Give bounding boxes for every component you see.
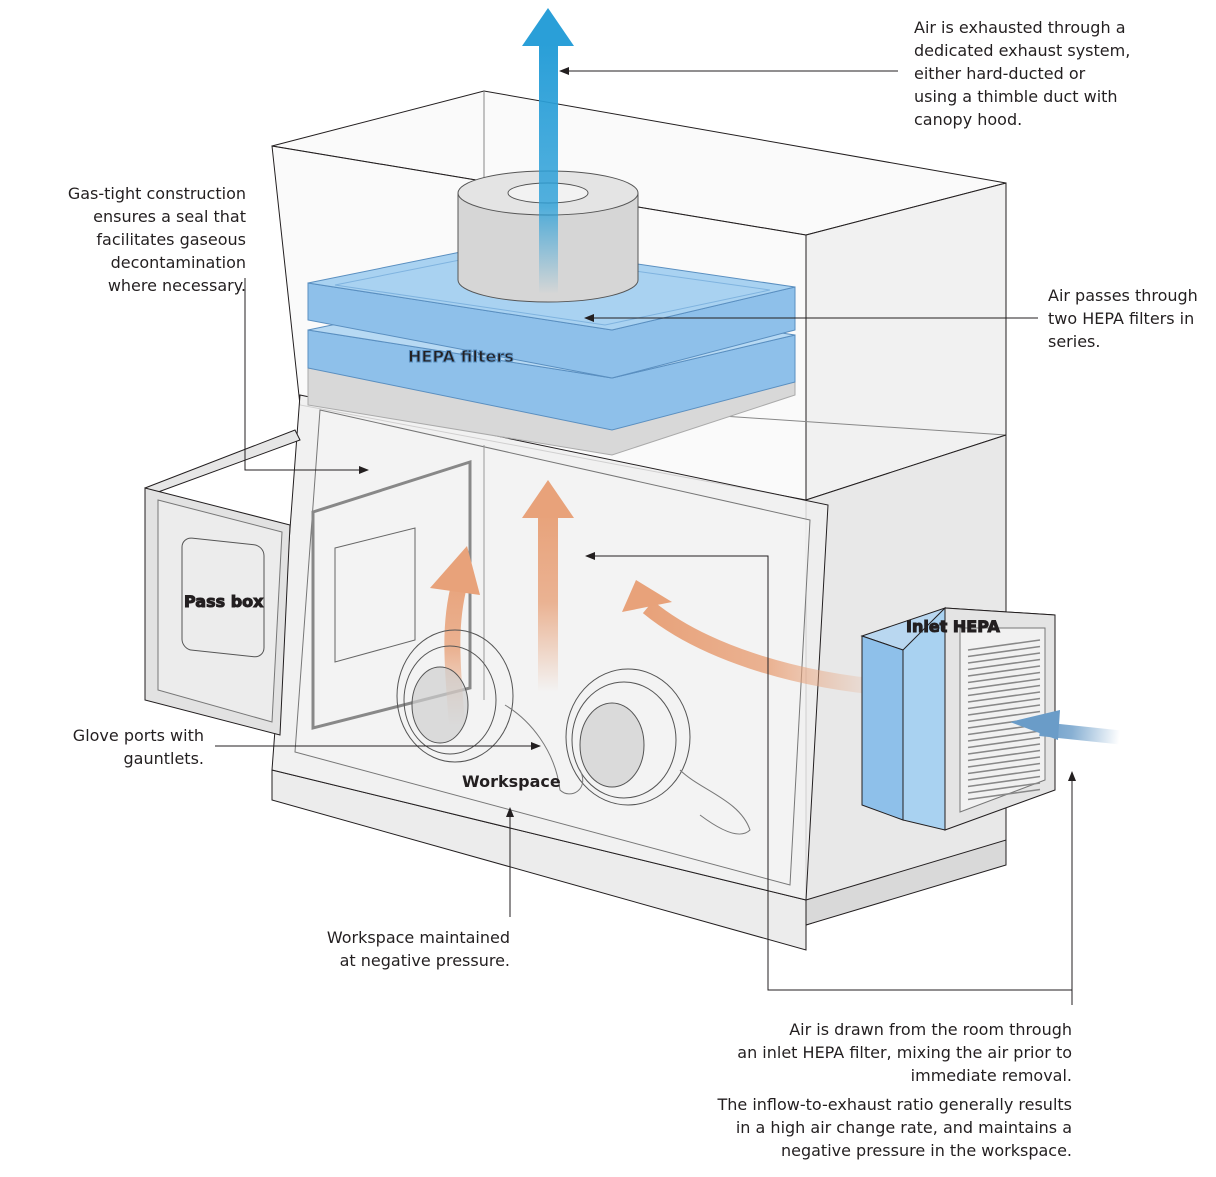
grille-slat bbox=[967, 769, 1041, 781]
annotation-line: an inlet HEPA filter, mixing the air pri… bbox=[737, 1043, 1072, 1062]
annotation-line: two HEPA filters in bbox=[1048, 309, 1195, 328]
grille-slat bbox=[967, 691, 1041, 703]
annotation-line: Gas-tight construction bbox=[67, 184, 246, 203]
grille-slat bbox=[967, 697, 1041, 710]
grille-slat bbox=[967, 775, 1041, 788]
annotation-line: at negative pressure. bbox=[339, 951, 510, 970]
grille-slat bbox=[967, 749, 1041, 762]
inlet-hepa-unit: Inlet HEPA bbox=[860, 606, 1056, 831]
airflow-arrow-right bbox=[622, 580, 891, 696]
inner-door bbox=[311, 459, 472, 730]
grille-slat bbox=[967, 665, 1041, 677]
glove-ports-annotation: Glove ports with gauntlets. bbox=[73, 724, 204, 770]
grille-slat bbox=[967, 639, 1041, 651]
gauntlets bbox=[504, 704, 751, 835]
annotation-line: using a thimble duct with bbox=[914, 87, 1118, 106]
grille-slat bbox=[967, 788, 1041, 801]
grille-slat bbox=[967, 645, 1041, 658]
annotation-line: either hard-ducted or bbox=[914, 64, 1086, 83]
grille-slat bbox=[967, 671, 1041, 684]
airflow-arrow-center bbox=[522, 480, 574, 692]
exhaust-arrow bbox=[522, 8, 574, 294]
annotation-line: negative pressure in the workspace. bbox=[780, 1141, 1072, 1160]
annotation-line: Workspace maintained bbox=[326, 928, 510, 947]
pass-box-label: Pass box bbox=[184, 592, 264, 611]
glove-port-right bbox=[565, 668, 691, 806]
exhaust-annotation: Air is exhausted through a dedicated exh… bbox=[914, 16, 1130, 131]
glove-port-left bbox=[396, 629, 514, 763]
inlet-hepa-label: Inlet HEPA bbox=[906, 617, 1000, 636]
grille-slat bbox=[967, 658, 1041, 671]
annotation-line: decontamination bbox=[110, 253, 246, 272]
grille-slat bbox=[967, 743, 1041, 755]
annotation-line: in a high air change rate, and maintains… bbox=[735, 1118, 1072, 1137]
annotation-line: Air is drawn from the room through bbox=[789, 1020, 1072, 1039]
grille-slat bbox=[967, 710, 1041, 723]
grille-slat bbox=[967, 684, 1041, 697]
annotation-line: immediate removal. bbox=[910, 1066, 1072, 1085]
annotation-line: gauntlets. bbox=[123, 749, 205, 768]
annotation-line: Air passes through bbox=[1048, 286, 1198, 305]
leader-lines bbox=[215, 67, 1076, 1005]
hepa-series-annotation: Air passes through two HEPA filters in s… bbox=[1048, 284, 1198, 353]
grille-slat bbox=[967, 782, 1041, 794]
annotation-line: ensures a seal that bbox=[93, 207, 246, 226]
annotation-line: facilitates gaseous bbox=[96, 230, 246, 249]
pass-box: Pass box bbox=[144, 429, 301, 736]
annotation-line: Glove ports with bbox=[72, 726, 204, 745]
grille-slat bbox=[967, 704, 1041, 716]
annotation-line: The inflow-to-exhaust ratio generally re… bbox=[717, 1095, 1073, 1114]
inlet-annotation: Air is drawn from the room through an in… bbox=[737, 1018, 1072, 1087]
grille-slat bbox=[967, 736, 1041, 749]
grille-slat bbox=[967, 678, 1041, 690]
grille-slat bbox=[967, 756, 1041, 768]
inlet-arrow bbox=[1010, 710, 1121, 745]
annotation-line: canopy hood. bbox=[914, 110, 1023, 129]
hepa-filters-label: HEPA filters bbox=[408, 347, 514, 366]
annotation-line: where necessary. bbox=[107, 276, 246, 295]
gas-tight-annotation: Gas-tight construction ensures a seal th… bbox=[68, 182, 246, 297]
grille-slat bbox=[967, 730, 1041, 742]
annotation-line: Air is exhausted through a bbox=[914, 18, 1126, 37]
ratio-annotation: The inflow-to-exhaust ratio generally re… bbox=[718, 1093, 1073, 1162]
negative-pressure-annotation: Workspace maintained at negative pressur… bbox=[327, 926, 510, 972]
annotation-line: dedicated exhaust system, bbox=[914, 41, 1131, 60]
annotation-line: series. bbox=[1048, 332, 1101, 351]
grille-slat bbox=[967, 652, 1041, 664]
workspace-label: Workspace bbox=[462, 772, 561, 791]
grille-slat bbox=[967, 762, 1041, 775]
